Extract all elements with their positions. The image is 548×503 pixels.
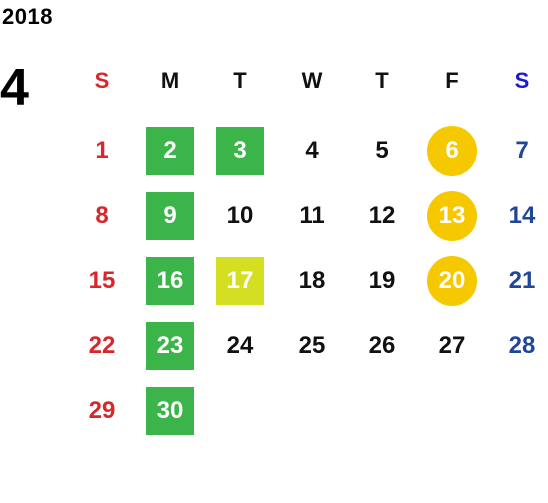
day-cell[interactable]: 22 bbox=[67, 313, 137, 378]
weekday-header-tuesday: T bbox=[205, 48, 275, 113]
day-number: 10 bbox=[226, 201, 254, 229]
day-cell[interactable]: 15 bbox=[67, 248, 137, 313]
day-number: 27 bbox=[438, 331, 466, 359]
day-number: 20 bbox=[438, 266, 466, 294]
lime-highlight bbox=[216, 256, 264, 305]
day-number: 7 bbox=[515, 136, 529, 164]
day-cell[interactable]: 23 bbox=[135, 313, 205, 378]
weekday-header-label: W bbox=[301, 67, 323, 93]
day-number: 6 bbox=[445, 136, 459, 164]
day-cell[interactable]: 17 bbox=[205, 248, 275, 313]
day-number: 28 bbox=[508, 331, 536, 359]
weekday-header-label: F bbox=[445, 67, 459, 93]
day-number: 24 bbox=[226, 331, 254, 359]
day-number: 14 bbox=[508, 201, 536, 229]
day-cell[interactable]: 16 bbox=[135, 248, 205, 313]
green-highlight bbox=[146, 191, 194, 240]
green-highlight bbox=[146, 386, 194, 435]
green-highlight bbox=[146, 256, 194, 305]
year-label: 2018 bbox=[2, 4, 53, 29]
day-number: 19 bbox=[368, 266, 396, 294]
day-cell[interactable]: 6 bbox=[417, 118, 487, 183]
day-cell[interactable]: 24 bbox=[205, 313, 275, 378]
day-number: 22 bbox=[88, 331, 116, 359]
day-cell[interactable]: 3 bbox=[205, 118, 275, 183]
day-cell[interactable]: 5 bbox=[347, 118, 417, 183]
day-cell[interactable]: 28 bbox=[487, 313, 548, 378]
day-number: 12 bbox=[368, 201, 396, 229]
day-cell[interactable]: 4 bbox=[277, 118, 347, 183]
weekday-header-sunday: S bbox=[67, 48, 137, 113]
day-cell[interactable]: 1 bbox=[67, 118, 137, 183]
weekday-header-label: T bbox=[233, 67, 247, 93]
weekday-header-label: T bbox=[375, 67, 389, 93]
day-cell[interactable]: 11 bbox=[277, 183, 347, 248]
day-cell[interactable]: 10 bbox=[205, 183, 275, 248]
day-number: 3 bbox=[233, 136, 247, 164]
day-cell[interactable]: 13 bbox=[417, 183, 487, 248]
day-number: 18 bbox=[298, 266, 326, 294]
green-highlight bbox=[216, 126, 264, 175]
day-number: 11 bbox=[299, 201, 325, 229]
month-number: 4 bbox=[0, 59, 29, 117]
day-cell[interactable]: 12 bbox=[347, 183, 417, 248]
weekday-header-label: S bbox=[514, 67, 530, 93]
day-number: 17 bbox=[226, 266, 254, 294]
day-cell[interactable]: 20 bbox=[417, 248, 487, 313]
weekday-header-label: M bbox=[160, 67, 180, 93]
weekday-header-monday: M bbox=[135, 48, 205, 113]
day-number: 23 bbox=[156, 331, 184, 359]
weekday-header-thursday: T bbox=[347, 48, 417, 113]
day-cell[interactable]: 7 bbox=[487, 118, 548, 183]
day-number: 26 bbox=[368, 331, 396, 359]
weekday-header-label: S bbox=[94, 67, 110, 93]
day-number: 4 bbox=[305, 136, 319, 164]
day-cell[interactable]: 14 bbox=[487, 183, 548, 248]
day-number: 2 bbox=[163, 136, 177, 164]
day-cell[interactable]: 8 bbox=[67, 183, 137, 248]
day-number: 29 bbox=[88, 396, 116, 424]
day-number: 16 bbox=[156, 266, 184, 294]
day-number: 21 bbox=[508, 266, 536, 294]
day-number: 13 bbox=[438, 201, 466, 229]
day-cell[interactable]: 30 bbox=[135, 378, 205, 443]
day-cell[interactable]: 19 bbox=[347, 248, 417, 313]
day-number: 25 bbox=[298, 331, 326, 359]
weekday-header-saturday: S bbox=[487, 48, 548, 113]
day-cell[interactable]: 25 bbox=[277, 313, 347, 378]
day-number: 8 bbox=[95, 201, 109, 229]
gold-circle-highlight bbox=[427, 190, 477, 241]
day-cell[interactable]: 29 bbox=[67, 378, 137, 443]
day-cell[interactable]: 18 bbox=[277, 248, 347, 313]
day-number: 15 bbox=[88, 266, 116, 294]
day-cell[interactable]: 21 bbox=[487, 248, 548, 313]
weekday-header-wednesday: W bbox=[277, 48, 347, 113]
gold-circle-highlight bbox=[427, 255, 477, 306]
gold-circle-highlight bbox=[427, 125, 477, 176]
green-highlight bbox=[146, 126, 194, 175]
weekday-header-friday: F bbox=[417, 48, 487, 113]
day-cell[interactable]: 9 bbox=[135, 183, 205, 248]
day-number: 5 bbox=[375, 136, 389, 164]
day-number: 1 bbox=[95, 136, 109, 164]
green-highlight bbox=[146, 321, 194, 370]
day-number: 9 bbox=[163, 201, 177, 229]
day-cell[interactable]: 2 bbox=[135, 118, 205, 183]
day-cell[interactable]: 27 bbox=[417, 313, 487, 378]
day-number: 30 bbox=[156, 396, 184, 424]
day-cell[interactable]: 26 bbox=[347, 313, 417, 378]
